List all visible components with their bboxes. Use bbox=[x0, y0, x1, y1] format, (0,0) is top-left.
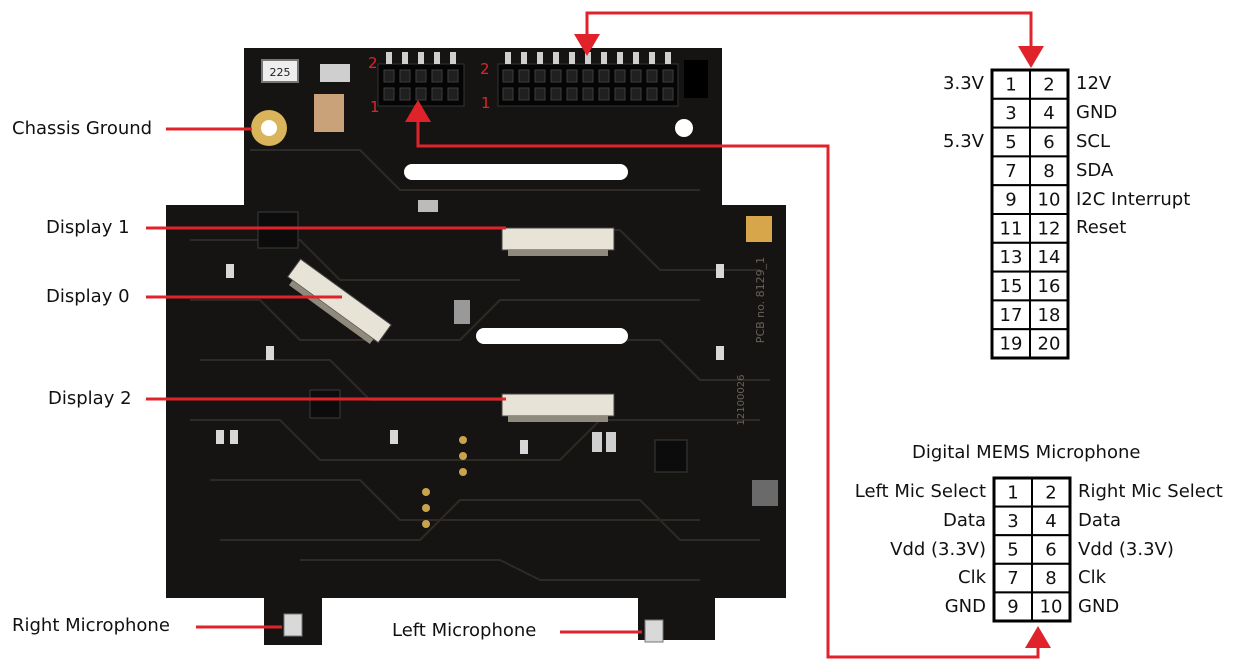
serial-text: 12100026 bbox=[736, 375, 747, 426]
mic-header-pin-number: 5 bbox=[1007, 540, 1018, 561]
main-header-pin-number: 15 bbox=[1000, 276, 1023, 297]
mic-header-pin-cell bbox=[1031, 562, 1071, 594]
right-microphone-sensor bbox=[283, 613, 303, 637]
main-header-pin-number: 8 bbox=[1043, 161, 1054, 182]
main-header-arrow-right bbox=[1018, 46, 1044, 68]
mic-header-link bbox=[416, 120, 1040, 659]
main-header-pin-cell bbox=[1029, 97, 1069, 129]
mic-header-pin-table: 1 2 3 4 5 6 7 8 9 10 bbox=[992, 476, 1072, 623]
large-header-marker-2: 2 bbox=[480, 60, 490, 78]
mic-header-arrow bbox=[1025, 626, 1051, 648]
main-header-left-signal: 3.3V bbox=[943, 73, 984, 95]
mic-header-pin-number: 7 bbox=[1007, 568, 1018, 589]
mic-header-right-signal: Clk bbox=[1078, 567, 1106, 589]
display-2-connector bbox=[501, 393, 615, 417]
main-header-pin-number: 9 bbox=[1005, 190, 1016, 211]
mic-header-pin-number: 6 bbox=[1045, 540, 1056, 561]
mic-header-left-signal: Left Mic Select bbox=[854, 481, 986, 503]
main-header-pin-number: 12 bbox=[1038, 218, 1061, 239]
main-header-arrow-top bbox=[574, 34, 600, 56]
small-header-connector bbox=[377, 52, 465, 107]
main-header-pin-number: 4 bbox=[1043, 103, 1054, 124]
main-header-pin-number: 10 bbox=[1038, 190, 1061, 211]
main-header-pin-number: 17 bbox=[1000, 305, 1023, 326]
main-header-pin-number: 5 bbox=[1005, 132, 1016, 153]
mic-header-pin-number: 9 bbox=[1007, 597, 1018, 618]
main-header-right-signal: I2C Interrupt bbox=[1076, 188, 1191, 210]
main-header-pin-number: 7 bbox=[1005, 161, 1016, 182]
main-header-right-signal: 12V bbox=[1076, 73, 1112, 95]
small-header-arrow bbox=[405, 100, 431, 122]
display-0-label: Display 0 bbox=[46, 286, 130, 307]
mic-header-pin-number: 2 bbox=[1045, 482, 1056, 503]
mic-header-left-signal: GND bbox=[944, 595, 986, 617]
mic-header-right-signal: Data bbox=[1078, 509, 1121, 531]
resistor-label: 225 bbox=[270, 66, 291, 79]
ic-chip-right bbox=[654, 439, 688, 473]
board-slot-top bbox=[404, 164, 628, 180]
chassis-ground-label: Chassis Ground bbox=[12, 118, 153, 139]
main-header-pin-number: 11 bbox=[1000, 218, 1023, 239]
main-header-pin-cell bbox=[1029, 241, 1069, 273]
mount-hole bbox=[675, 119, 693, 137]
board-slot-middle bbox=[476, 328, 628, 344]
large-header-marker-1: 1 bbox=[481, 94, 491, 112]
mic-header-title: Digital MEMS Microphone bbox=[912, 442, 1141, 463]
main-header-link bbox=[585, 11, 1033, 50]
main-header-pin-number: 19 bbox=[1000, 334, 1023, 355]
pcb-text: PCB no. 8129_1 bbox=[754, 257, 767, 343]
resistor-225 bbox=[261, 59, 299, 83]
main-header-left-signal: 5.3V bbox=[943, 131, 984, 152]
main-header-right-signal: Reset bbox=[1076, 217, 1127, 239]
left-microphone-sensor bbox=[644, 619, 664, 643]
left-microphone-label: Left Microphone bbox=[392, 620, 537, 641]
main-header-pin-number: 3 bbox=[1005, 103, 1016, 124]
main-header-pin-cell bbox=[1029, 328, 1069, 360]
right-microphone-label: Right Microphone bbox=[12, 615, 170, 636]
mic-header-pin-number: 4 bbox=[1045, 511, 1056, 532]
mic-header-pin-number: 1 bbox=[1007, 482, 1018, 503]
mic-header-pin-number: 8 bbox=[1045, 568, 1056, 589]
main-header-right-signal: GND bbox=[1076, 102, 1118, 124]
main-header-pin-cell bbox=[1029, 270, 1069, 302]
main-header-pin-number: 13 bbox=[1000, 247, 1023, 268]
ic-chip-left bbox=[257, 211, 299, 249]
small-header-marker-2: 2 bbox=[368, 54, 378, 72]
main-header-right-signal: SCL bbox=[1076, 131, 1111, 152]
main-header-pin-number: 2 bbox=[1043, 74, 1054, 95]
mic-header-right-signal: GND bbox=[1078, 595, 1120, 617]
mic-header-left-signal: Data bbox=[943, 509, 986, 531]
mic-header-left-signal: Clk bbox=[958, 567, 986, 589]
main-header-pin-cell bbox=[991, 213, 1031, 244]
display-2-label: Display 2 bbox=[48, 388, 132, 409]
pcb-board bbox=[166, 48, 786, 645]
main-header-pin-number: 18 bbox=[1038, 305, 1061, 326]
main-header-right-signal: SDA bbox=[1076, 159, 1114, 181]
display-1-label: Display 1 bbox=[46, 217, 130, 238]
mic-header-pin-number: 10 bbox=[1040, 597, 1063, 618]
ic-chip-mid bbox=[309, 389, 341, 419]
large-header-connector bbox=[497, 52, 679, 107]
callout-lines bbox=[146, 11, 1040, 659]
main-header-pin-number: 6 bbox=[1043, 132, 1054, 153]
mic-header-pin-number: 3 bbox=[1007, 511, 1018, 532]
display-1-connector bbox=[501, 227, 615, 251]
mic-header-right-signal: Vdd (3.3V) bbox=[1078, 538, 1174, 560]
main-header-pin-number: 14 bbox=[1038, 247, 1061, 268]
mic-header-left-signal: Vdd (3.3V) bbox=[890, 538, 986, 560]
main-header-pin-number: 20 bbox=[1038, 334, 1061, 355]
mic-header-right-signal: Right Mic Select bbox=[1078, 481, 1223, 503]
small-header-marker-1: 1 bbox=[370, 98, 380, 116]
main-header-pin-number: 1 bbox=[1005, 74, 1016, 95]
main-header-pin-number: 16 bbox=[1038, 276, 1061, 297]
